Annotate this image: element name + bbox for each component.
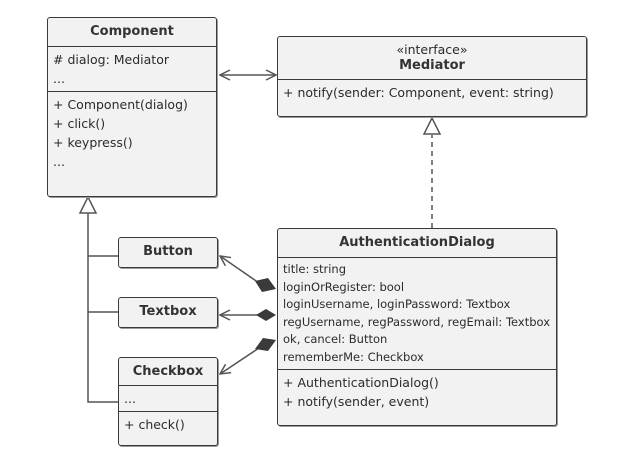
- component-field: # dialog: Mediator: [53, 52, 169, 67]
- textbox-class: Textbox: [118, 297, 218, 328]
- mediator-interface-name: Mediator: [399, 58, 465, 73]
- authentication-dialog-field: loginOrRegister: bool: [283, 279, 405, 294]
- authentication-dialog-class: AuthenticationDialog title: string login…: [277, 228, 557, 426]
- component-class: Component # dialog: Mediator ... + Compo…: [47, 17, 217, 197]
- authentication-dialog-methods: + AuthenticationDialog() + notify(sender…: [278, 369, 556, 414]
- component-fields: # dialog: Mediator ...: [48, 46, 216, 91]
- composition-diamond-button: [255, 278, 276, 292]
- checkbox-field: ...: [124, 391, 136, 406]
- authentication-dialog-field: ok, cancel: Button: [283, 332, 388, 346]
- authentication-dialog-method: + notify(sender, event): [283, 394, 430, 409]
- authentication-dialog-field: regUsername, regPassword, regEmail: Text…: [283, 314, 550, 329]
- inheritance-tree: [87, 213, 118, 403]
- inheritance-arrowhead: [78, 195, 98, 214]
- composition-diamond-textbox: [256, 309, 276, 321]
- component-method: + keypress(): [53, 135, 133, 150]
- textbox-class-name: Textbox: [139, 304, 197, 319]
- component-methods: + Component(dialog) + click() + keypress…: [48, 91, 216, 174]
- authentication-dialog-fields: title: string loginOrRegister: bool logi…: [278, 257, 556, 369]
- composition-button: [220, 256, 263, 286]
- realization-arrowhead: [422, 116, 442, 135]
- mediator-methods: + notify(sender: Component, event: strin…: [278, 79, 586, 105]
- mediator-stereotype: «interface»: [396, 42, 468, 57]
- checkbox-fields: ...: [119, 385, 217, 411]
- button-class-name: Button: [143, 244, 193, 259]
- checkbox-class-name: Checkbox: [132, 364, 204, 379]
- button-class: Button: [118, 237, 218, 268]
- authentication-dialog-class-name: AuthenticationDialog: [339, 235, 495, 250]
- checkbox-class: Checkbox ... + check(): [118, 357, 218, 446]
- authentication-dialog-field: title: string: [283, 262, 347, 276]
- authentication-dialog-method: + AuthenticationDialog(): [283, 375, 439, 390]
- composition-diamond-checkbox: [255, 338, 276, 351]
- composition-checkbox: [220, 345, 263, 374]
- mediator-interface: «interface» Mediator + notify(sender: Co…: [277, 36, 587, 117]
- component-method: + click(): [53, 116, 106, 131]
- authentication-dialog-field: rememberMe: Checkbox: [283, 349, 424, 364]
- component-method: + Component(dialog): [53, 97, 188, 112]
- mediator-method: + notify(sender: Component, event: strin…: [283, 85, 554, 100]
- component-field: ...: [53, 71, 65, 86]
- authentication-dialog-field: loginUsername, loginPassword: Textbox: [283, 297, 511, 311]
- checkbox-methods: + check(): [119, 411, 217, 437]
- component-method: ...: [53, 154, 65, 169]
- component-class-name: Component: [90, 24, 174, 39]
- checkbox-method: + check(): [124, 417, 185, 432]
